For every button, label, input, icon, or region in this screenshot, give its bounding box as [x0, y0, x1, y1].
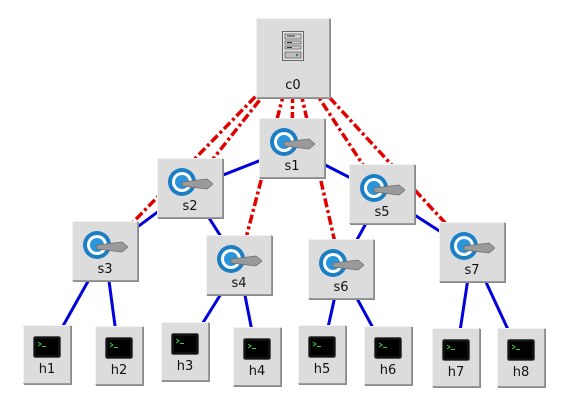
switch-icon — [319, 249, 364, 277]
switch-icon — [360, 174, 405, 202]
switch-s7[interactable]: s7 — [439, 222, 505, 282]
terminal-icon — [442, 339, 470, 361]
node-label: s1 — [284, 159, 300, 174]
node-label: h5 — [313, 362, 331, 377]
node-label: s5 — [374, 205, 390, 220]
terminal-icon — [243, 338, 271, 360]
node-label: h7 — [447, 365, 465, 380]
switch-s5[interactable]: s5 — [349, 164, 415, 224]
host-h8[interactable]: h8 — [497, 328, 545, 387]
switch-s1[interactable]: s1 — [259, 118, 325, 178]
node-label: s2 — [182, 199, 198, 214]
node-label: s3 — [97, 262, 113, 277]
terminal-icon — [105, 337, 133, 359]
node-label: s4 — [231, 276, 247, 291]
host-h1[interactable]: h1 — [23, 325, 71, 384]
terminal-icon — [308, 336, 336, 358]
node-label: s7 — [464, 263, 480, 278]
controller-c0[interactable]: c0 — [256, 18, 330, 98]
terminal-icon — [33, 336, 61, 358]
node-label: h6 — [379, 363, 397, 378]
node-label: h4 — [248, 364, 266, 379]
node-label: s6 — [333, 280, 349, 295]
node-label: h2 — [110, 363, 128, 378]
terminal-icon — [507, 339, 535, 361]
host-h4[interactable]: h4 — [233, 327, 281, 386]
server-icon — [282, 31, 304, 61]
node-label: h1 — [38, 362, 56, 377]
node-label: h3 — [176, 359, 194, 374]
switch-icon — [83, 231, 128, 259]
switch-icon — [450, 232, 495, 260]
node-label: c0 — [285, 78, 301, 93]
host-h3[interactable]: h3 — [161, 322, 209, 381]
terminal-icon — [171, 333, 199, 355]
switch-icon — [168, 168, 213, 196]
terminal-icon — [374, 337, 402, 359]
switch-s6[interactable]: s6 — [308, 239, 374, 299]
host-h6[interactable]: h6 — [364, 326, 412, 385]
switch-s2[interactable]: s2 — [157, 158, 223, 218]
node-label: h8 — [512, 365, 530, 380]
switch-icon — [217, 245, 262, 273]
host-h7[interactable]: h7 — [432, 328, 480, 387]
switch-s3[interactable]: s3 — [72, 221, 138, 281]
host-h5[interactable]: h5 — [298, 325, 346, 384]
host-h2[interactable]: h2 — [95, 326, 143, 385]
switch-s4[interactable]: s4 — [206, 235, 272, 295]
switch-icon — [270, 128, 315, 156]
